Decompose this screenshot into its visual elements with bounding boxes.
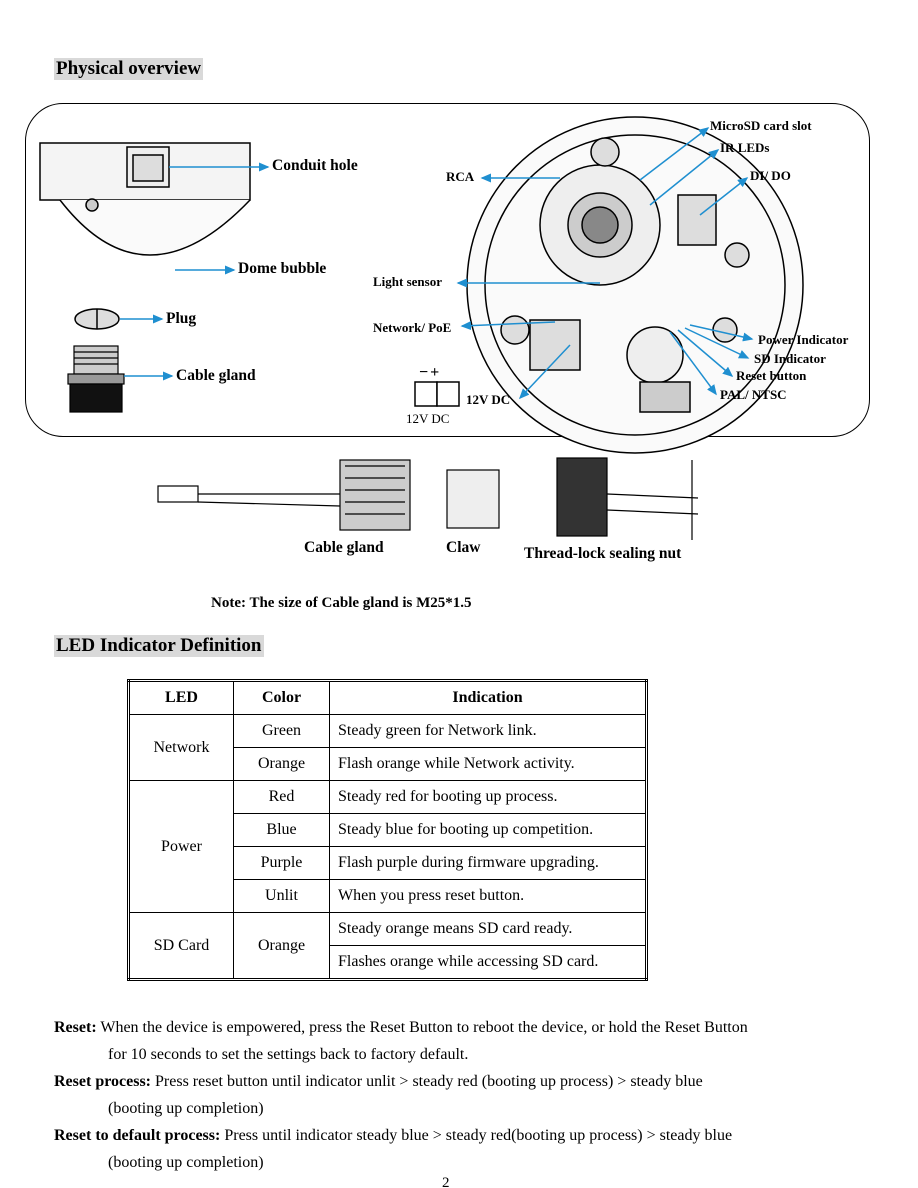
header-color: Color bbox=[233, 680, 330, 715]
table-row: Power Red Steady red for booting up proc… bbox=[128, 780, 647, 913]
led-indicator-table: LED Color Indication Network Green Stead… bbox=[127, 679, 648, 981]
table-row: SD Card Orange Steady orange means SD ca… bbox=[128, 912, 647, 980]
indication-cell: When you press reset button. bbox=[329, 879, 647, 913]
table-row: Orange Flash orange while Network activi… bbox=[129, 747, 647, 781]
physical-overview-heading: Physical overview bbox=[54, 58, 204, 80]
label-microsd: MicroSD card slot bbox=[710, 118, 812, 133]
label-network-poe: Network/ PoE bbox=[373, 320, 452, 335]
led-indicator-heading: LED Indicator Definition bbox=[54, 635, 264, 657]
label-power-indicator: Power Indicator bbox=[758, 332, 849, 347]
color-cell: Blue bbox=[233, 813, 330, 847]
label-12v-dc-small: 12V DC bbox=[406, 411, 450, 426]
page-number: 2 bbox=[442, 1176, 450, 1188]
color-cell: Purple bbox=[233, 846, 330, 880]
note-cable-gland-size: Note: The size of Cable gland is M25*1.5 bbox=[211, 595, 472, 611]
cable-gland-small bbox=[67, 345, 125, 413]
label-cable-gland: Cable gland bbox=[176, 367, 256, 384]
label-conduit-hole: Conduit hole bbox=[272, 157, 358, 174]
indication-cell: Steady orange means SD card ready. bbox=[329, 912, 647, 946]
table-row: Purple Flash purple during firmware upgr… bbox=[129, 846, 647, 880]
color-cell: Green bbox=[233, 714, 330, 748]
terminal-block bbox=[414, 381, 460, 407]
led-sd-card: SD Card bbox=[128, 912, 234, 980]
reset-process-text-cont: (booting up completion) bbox=[108, 1100, 264, 1117]
table-row: Blue Steady blue for booting up competit… bbox=[129, 813, 647, 847]
header-led: LED bbox=[128, 680, 234, 715]
indication-cell: Flash purple during firmware upgrading. bbox=[329, 846, 647, 880]
reset-default-label: Reset to default process: bbox=[54, 1127, 221, 1144]
led-power: Power bbox=[128, 780, 234, 913]
cable-assembly bbox=[157, 457, 699, 540]
dome-side-view bbox=[39, 142, 251, 256]
indication-cell: Flash orange while Network activity. bbox=[329, 747, 647, 781]
plug-illustration bbox=[74, 308, 120, 330]
reset-default-text: Press until indicator steady blue > stea… bbox=[220, 1127, 733, 1144]
label-pal-ntsc: PAL/ NTSC bbox=[720, 387, 787, 402]
label-cable-gland-bottom: Cable gland bbox=[304, 539, 384, 556]
label-claw: Claw bbox=[446, 539, 481, 556]
reset-process-label: Reset process: bbox=[54, 1073, 152, 1090]
indication-cell: Steady red for booting up process. bbox=[329, 780, 647, 814]
table-row: Flashes orange while accessing SD card. bbox=[129, 945, 647, 980]
reset-default-text-cont: (booting up completion) bbox=[108, 1154, 264, 1171]
indication-cell: Steady blue for booting up competition. bbox=[329, 813, 647, 847]
reset-paragraph: Reset: When the device is empowered, pre… bbox=[54, 1014, 854, 1176]
table-row: Network Green Steady green for Network l… bbox=[128, 714, 647, 781]
label-rca: RCA bbox=[446, 169, 475, 184]
reset-text: When the device is empowered, press the … bbox=[96, 1019, 748, 1036]
label-light-sensor: Light sensor bbox=[373, 274, 442, 289]
reset-text-cont: for 10 seconds to set the settings back … bbox=[108, 1046, 469, 1063]
label-12v-dc: 12V DC bbox=[466, 392, 511, 407]
led-network: Network bbox=[128, 714, 234, 781]
color-cell: Unlit bbox=[233, 879, 330, 913]
label-plug: Plug bbox=[166, 310, 197, 327]
color-cell: Orange bbox=[233, 912, 330, 980]
indication-cell: Flashes orange while accessing SD card. bbox=[329, 945, 647, 980]
label-ir-leds: IR LEDs bbox=[720, 140, 770, 155]
label-di-do: DI/ DO bbox=[750, 168, 791, 183]
reset-label: Reset: bbox=[54, 1019, 97, 1036]
terminal-signs: −+ bbox=[419, 364, 442, 381]
color-cell: Orange bbox=[233, 747, 330, 781]
indication-cell: Steady green for Network link. bbox=[329, 714, 647, 748]
table-header-row: LED Color Indication bbox=[128, 680, 647, 715]
reset-process-text: Press reset button until indicator unlit… bbox=[151, 1073, 703, 1090]
camera-diagram-illustration bbox=[39, 116, 804, 540]
camera-top-view bbox=[466, 116, 804, 454]
label-dome-bubble: Dome bubble bbox=[238, 260, 327, 277]
color-cell: Red bbox=[233, 780, 330, 814]
label-sd-indicator: SD Indicator bbox=[754, 351, 826, 366]
label-sealing-nut: Thread-lock sealing nut bbox=[524, 545, 682, 562]
header-indication: Indication bbox=[329, 680, 647, 715]
label-reset-button: Reset button bbox=[736, 368, 807, 383]
